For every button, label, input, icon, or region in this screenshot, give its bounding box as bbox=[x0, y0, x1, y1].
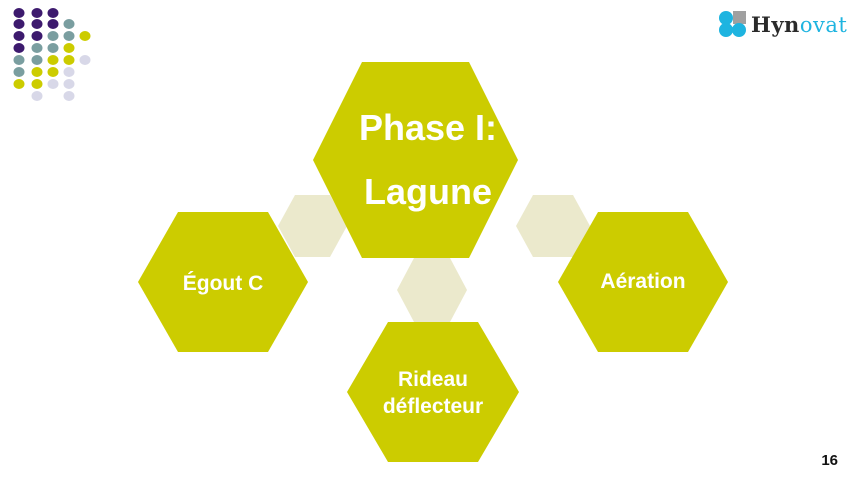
center-title-line2: Lagune bbox=[364, 171, 492, 212]
decorative-dot bbox=[47, 55, 59, 65]
decorative-dot bbox=[13, 31, 25, 41]
decorative-dot bbox=[47, 43, 59, 53]
decorative-dot bbox=[13, 8, 25, 18]
decorative-dot bbox=[13, 67, 25, 77]
decorative-dot bbox=[31, 79, 43, 89]
decorative-dot bbox=[31, 8, 43, 18]
bottom-label-line1: Rideau bbox=[398, 368, 468, 391]
decorative-dot bbox=[31, 67, 43, 77]
logo-text-a: Hyn bbox=[751, 11, 800, 37]
hex-left bbox=[138, 212, 308, 352]
decorative-dot bbox=[31, 91, 43, 101]
page-number: 16 bbox=[821, 452, 838, 469]
decorative-dot bbox=[13, 43, 25, 53]
decorative-dot bbox=[31, 31, 43, 41]
connector-hex-bottom bbox=[397, 258, 467, 322]
connector-hex-right bbox=[516, 195, 590, 257]
hex-bottom bbox=[347, 322, 519, 462]
hynovat-logo: Hynovat bbox=[718, 10, 847, 38]
decorative-dot bbox=[63, 43, 75, 53]
decorative-dot bbox=[47, 8, 59, 18]
decorative-dot bbox=[63, 79, 75, 89]
decorative-dot bbox=[47, 79, 59, 89]
decorative-dot bbox=[63, 91, 75, 101]
decorative-dot bbox=[47, 31, 59, 41]
decorative-dot bbox=[79, 31, 91, 41]
hex-right bbox=[558, 212, 728, 352]
decorative-dot bbox=[31, 43, 43, 53]
logo-text-b: ovat bbox=[799, 12, 848, 37]
decorative-dot bbox=[31, 55, 43, 65]
decorative-dot bbox=[63, 31, 75, 41]
decorative-dot bbox=[13, 79, 25, 89]
decorative-dot bbox=[63, 67, 75, 77]
right-label: Aération bbox=[600, 270, 685, 293]
decorative-dot bbox=[47, 67, 59, 77]
bottom-label-line2: déflecteur bbox=[383, 395, 483, 418]
left-label: Égout C bbox=[183, 272, 263, 295]
decorative-dot bbox=[63, 55, 75, 65]
decorative-dot bbox=[47, 19, 59, 29]
logo-clover-icon bbox=[719, 11, 746, 37]
decorative-dot bbox=[31, 19, 43, 29]
hex-center bbox=[313, 62, 518, 258]
decorative-dot bbox=[63, 19, 75, 29]
decorative-dot-grid bbox=[13, 8, 91, 101]
connector-hex-left bbox=[278, 195, 347, 257]
decorative-dot bbox=[13, 55, 25, 65]
decorative-dot bbox=[79, 55, 91, 65]
decorative-dot bbox=[13, 19, 25, 29]
center-title-line1: Phase I: bbox=[359, 107, 497, 148]
